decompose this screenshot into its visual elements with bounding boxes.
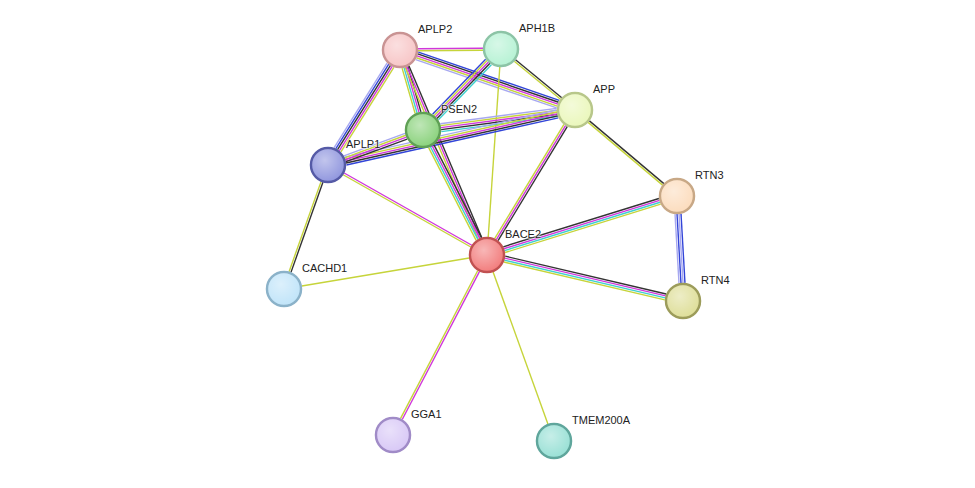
evidence-line [341,67,394,151]
protein-node: TMEM200A [536,423,572,459]
evidence-line [345,137,406,160]
node-circle [382,32,418,68]
evidence-line [289,182,321,272]
evidence-line [434,61,487,116]
protein-node: CACHD1 [266,271,302,307]
protein-label: APLP1 [346,138,380,151]
protein-label: RTN3 [695,169,724,182]
evidence-line [493,272,548,424]
evidence-line [505,204,661,252]
protein-label: PSEN2 [441,103,477,116]
protein-label: APLP2 [418,23,452,36]
interaction-edge [504,256,666,300]
evidence-line [344,133,405,156]
protein-label: BACE2 [505,228,541,241]
protein-node: APLP1 [310,147,346,183]
evidence-line [345,112,557,159]
evidence-line [334,63,387,147]
node-circle [310,147,346,183]
interaction-edge [418,48,483,51]
protein-node: RTN4 [665,283,701,319]
evidence-line [438,65,491,120]
evidence-line [488,67,500,237]
interaction-edge [400,270,479,419]
evidence-line [589,121,663,184]
evidence-line [418,49,483,51]
evidence-line [400,270,477,418]
evidence-line [346,118,558,165]
evidence-line [437,63,490,118]
evidence-line [338,65,391,149]
evidence-line [504,200,660,248]
protein-node: PSEN2 [405,112,441,148]
interaction-edge [433,59,492,120]
interaction-edge [334,63,394,152]
evidence-line [418,47,483,49]
evidence-line [504,202,660,250]
evidence-line [409,66,482,238]
interaction-edge [343,173,472,247]
protein-node: APLP2 [382,32,418,68]
evidence-line [291,182,323,272]
evidence-line [432,146,480,239]
protein-label: CACHD1 [302,262,347,275]
protein-node: RTN3 [659,178,695,214]
protein-node: APH1B [483,31,519,67]
evidence-line [344,173,472,245]
evidence-line [504,260,665,298]
protein-label: GGA1 [411,408,442,421]
protein-label: TMEM200A [572,414,630,427]
protein-label: APP [593,83,615,96]
interaction-edge [588,121,664,185]
interaction-edge [675,214,685,283]
evidence-line [505,258,666,296]
evidence-line [345,135,406,158]
evidence-line [505,256,666,294]
interaction-edge [302,258,470,286]
evidence-line [503,198,659,246]
interaction-edge [344,133,407,161]
evidence-line [435,62,488,117]
evidence-line [343,175,471,247]
evidence-line [339,66,392,150]
interaction-edge [495,124,568,240]
node-circle [659,178,695,214]
interaction-edge [289,182,323,273]
protein-node: BACE2 [469,237,505,273]
evidence-line [514,61,560,99]
evidence-line [496,125,565,239]
interaction-edge [514,60,562,100]
interaction-edge [493,272,548,424]
evidence-line [434,145,482,238]
evidence-line [675,214,679,283]
protein-node: APP [557,92,593,128]
interaction-edge [488,67,500,237]
evidence-line [416,58,557,106]
interaction-edge [405,66,482,239]
evidence-line [336,64,389,148]
node-circle [557,92,593,128]
node-circle [665,283,701,319]
node-circle [536,423,572,459]
evidence-line [516,60,562,98]
node-circle [405,112,441,148]
evidence-line [346,116,558,163]
evidence-line [402,271,479,419]
interaction-edge [503,198,660,252]
evidence-line [495,124,564,238]
protein-label: RTN4 [701,274,730,287]
interaction-edge [345,110,559,165]
node-circle [469,237,505,273]
protein-node: GGA1 [375,417,411,453]
node-circle [375,417,411,453]
evidence-line [498,126,567,240]
node-circle [266,271,302,307]
protein-label: APH1B [519,22,555,35]
evidence-line [588,122,662,185]
evidence-line [346,114,558,161]
evidence-line [302,258,470,286]
evidence-line [504,262,665,300]
node-circle [483,31,519,67]
